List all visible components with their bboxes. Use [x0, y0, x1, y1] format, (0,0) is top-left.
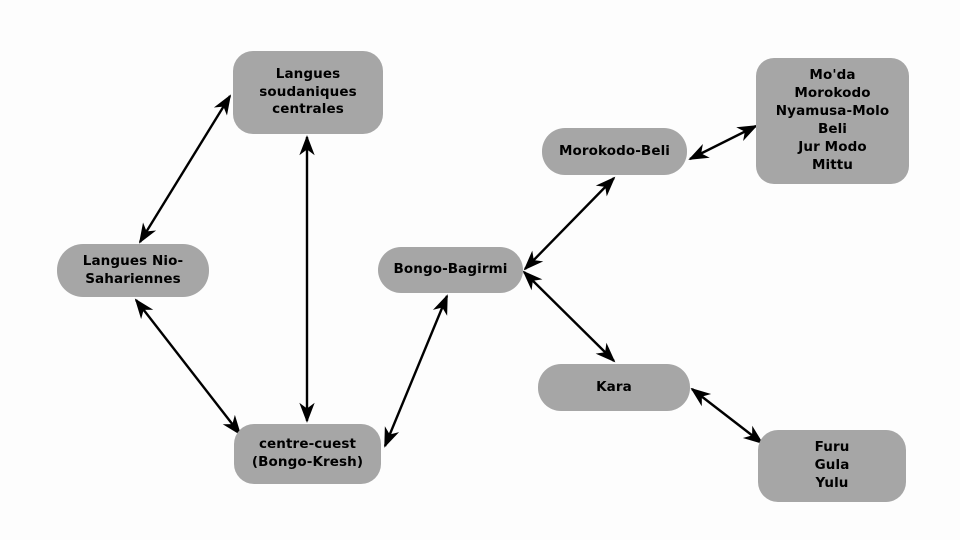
edge-bagirmi-kara — [522, 270, 616, 363]
node-centre-cuest-bongo-kresh[interactable]: centre-cuest (Bongo-Kresh) — [234, 424, 381, 484]
node-label: Langues Nio- Sahariennes — [82, 252, 184, 287]
node-furu-language-list[interactable]: Furu Gula Yulu — [758, 430, 906, 502]
node-label: Langues soudaniques centrales — [259, 65, 357, 118]
node-kara[interactable]: Kara — [538, 364, 690, 411]
edge-nio-soudaniques — [138, 94, 232, 244]
node-label: Furu Gula Yulu — [814, 439, 850, 491]
node-label: Bongo-Bagirmi — [393, 261, 508, 278]
node-morokodo-beli[interactable]: Morokodo-Beli — [542, 128, 687, 175]
node-moda-language-list[interactable]: Mo'da Morokodo Nyamusa-Molo Beli Jur Mod… — [756, 58, 909, 184]
node-bongo-bagirmi[interactable]: Bongo-Bagirmi — [378, 247, 523, 293]
node-label: Mo'da Morokodo Nyamusa-Molo Beli Jur Mod… — [775, 67, 890, 173]
node-label: Morokodo-Beli — [558, 142, 671, 159]
edge-nio-centrecuest — [134, 298, 242, 436]
edge-morokodo-moda — [688, 124, 758, 161]
edge-bagirmi-morokodo — [523, 176, 616, 271]
edge-centrecuest-bagirmi — [383, 294, 449, 448]
node-label: Kara — [596, 378, 632, 395]
edge-kara-furu — [690, 387, 764, 445]
node-label: centre-cuest (Bongo-Kresh) — [251, 436, 364, 470]
node-langues-nio-sahariennes[interactable]: Langues Nio- Sahariennes — [57, 244, 209, 297]
node-langues-soudaniques-centrales[interactable]: Langues soudaniques centrales — [233, 51, 383, 134]
